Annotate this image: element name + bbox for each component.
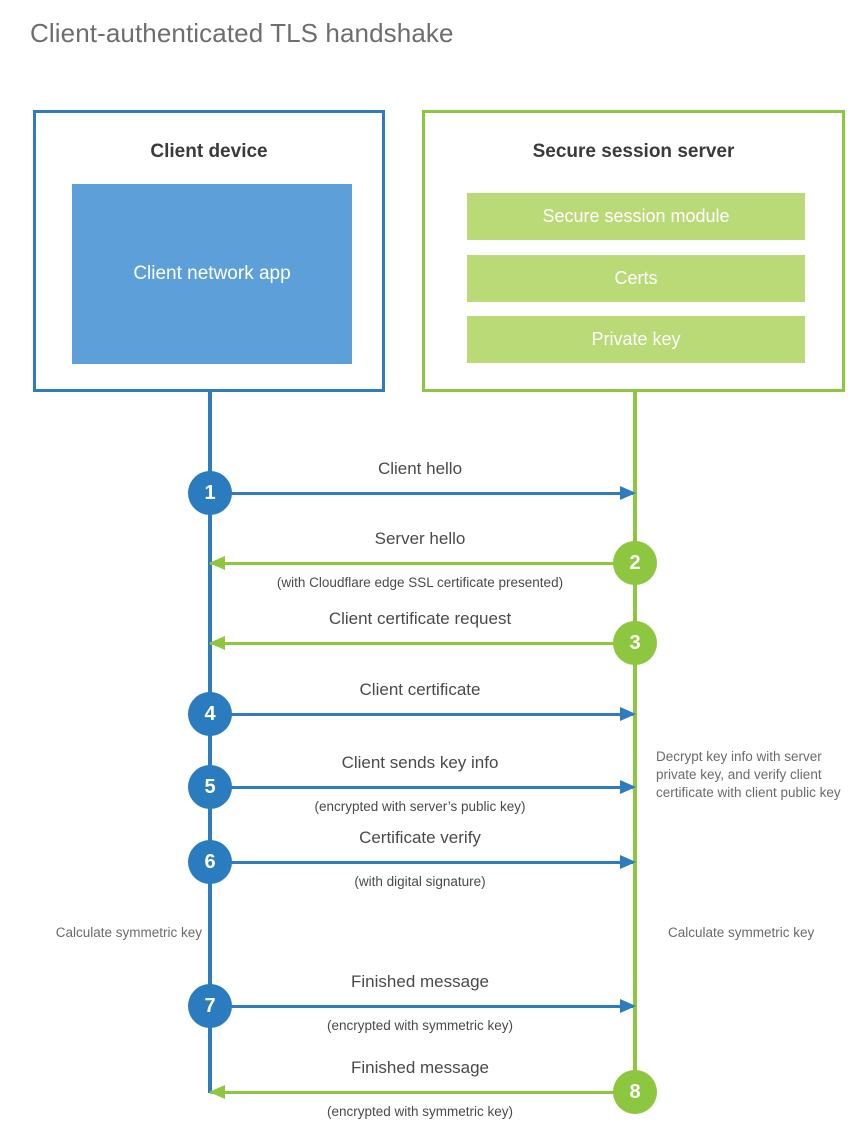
message-sublabel: (encrypted with server’s public key) <box>314 799 526 814</box>
step-number-badge: 8 <box>613 1070 657 1114</box>
message-arrow-line <box>210 562 633 565</box>
message-label: Certificate verify <box>359 828 481 847</box>
page-title: Client-authenticated TLS handshake <box>30 18 454 48</box>
arrow-head-icon <box>209 556 225 570</box>
message-sublabel: (encrypted with symmetric key) <box>326 1104 514 1119</box>
arrow-head-icon <box>620 707 636 721</box>
message-label: Finished message <box>351 1058 489 1077</box>
step-number-badge: 4 <box>188 692 232 736</box>
server-lifeline <box>633 392 637 1093</box>
arrow-head-icon <box>620 780 636 794</box>
step-number-badge: 2 <box>613 541 657 585</box>
client-device-title: Client device <box>150 141 268 162</box>
note-decrypt-key-info: Decrypt key info with server private key… <box>656 749 841 801</box>
message-label: Client hello <box>377 459 463 478</box>
message-arrow-line <box>210 786 633 789</box>
client-network-app-block: Client network app <box>72 184 352 364</box>
server-component-certs: Certs <box>467 255 805 302</box>
message-sublabel: (encrypted with symmetric key) <box>326 1018 514 1033</box>
message-label: Client certificate <box>359 680 481 699</box>
step-number-badge: 5 <box>188 765 232 809</box>
arrow-head-icon <box>209 1085 225 1099</box>
message-label: Client certificate request <box>328 609 512 628</box>
arrow-head-icon <box>620 855 636 869</box>
step-number-badge: 6 <box>188 840 232 884</box>
message-arrow-line <box>210 642 633 645</box>
message-sublabel: (with digital signature) <box>354 874 486 889</box>
note-server-calculate-symmetric-key: Calculate symmetric key <box>668 925 815 940</box>
message-arrow-line <box>210 492 633 495</box>
server-component-private-key: Private key <box>467 316 805 363</box>
client-lifeline <box>208 392 212 1093</box>
message-label: Client sends key info <box>341 753 499 772</box>
step-number-badge: 3 <box>613 621 657 665</box>
arrow-head-icon <box>620 486 636 500</box>
message-arrow-line <box>210 861 633 864</box>
arrow-head-icon <box>620 999 636 1013</box>
message-label: Server hello <box>374 529 466 548</box>
message-arrow-line <box>210 1091 633 1094</box>
note-client-calculate-symmetric-key: Calculate symmetric key <box>55 925 202 940</box>
client-device-box: Client device Client network app <box>33 110 385 392</box>
message-sublabel: (with Cloudflare edge SSL certificate pr… <box>276 575 564 590</box>
message-label: Finished message <box>351 972 489 991</box>
step-number-badge: 7 <box>188 984 232 1028</box>
step-number-badge: 1 <box>188 471 232 515</box>
secure-session-server-box: Secure session server Secure session mod… <box>422 110 845 392</box>
secure-session-server-title: Secure session server <box>532 141 735 162</box>
server-component-secure-session-module: Secure session module <box>467 193 805 240</box>
arrow-head-icon <box>209 636 225 650</box>
message-arrow-line <box>210 1005 633 1008</box>
message-arrow-line <box>210 713 633 716</box>
